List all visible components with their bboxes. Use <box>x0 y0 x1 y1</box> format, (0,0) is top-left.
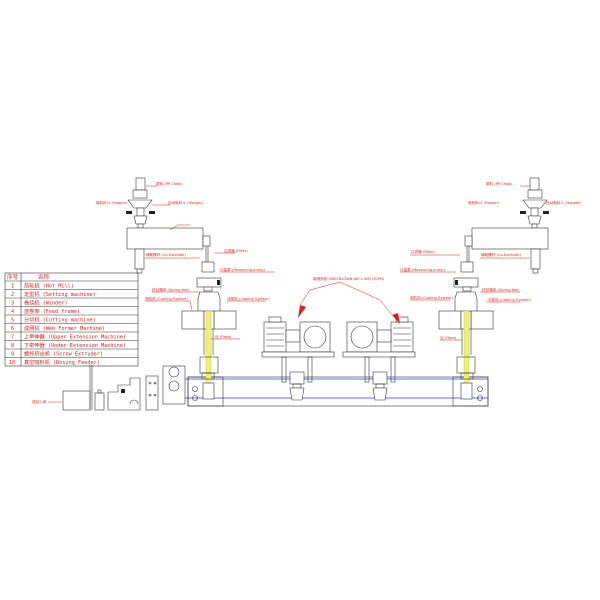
table-header-no: 序号 <box>7 273 19 281</box>
row-number: 5 <box>11 318 14 324</box>
web-former-frame <box>175 376 489 407</box>
label-left-cooling-left: 侧吹风 (Cooling System) <box>145 296 188 301</box>
label-right-pump: 计量泵 (Measuring pump) <box>400 267 446 272</box>
table-row: 10 真空吸料机 (Dosing Feeder) <box>9 358 100 366</box>
legend-table: 序号 名称 1 热轧机 (Hot Mill) 2 定型机 (Setting machi… <box>4 272 139 367</box>
label-right-cooling-left: 侧吹风 (Cooling System) <box>410 295 453 300</box>
row-number: 8 <box>11 343 14 349</box>
row-name: 放卷架 (Feed frame) <box>24 307 80 315</box>
annotations: 原料 (PP Chips) 自动吸料斗 (Hopper) 吸料料斗 (Hoppe… <box>32 181 582 404</box>
label-left-chips: 原料 (PP Chips) <box>156 181 183 186</box>
row-number: 7 <box>11 335 14 341</box>
downstream-machines <box>62 365 186 411</box>
table-row: 7 上牵伸器 (Upper Extension Machine) <box>11 333 126 341</box>
table-row: 4 放卷架 (Feed frame) <box>11 307 80 315</box>
row-name: 螺杆挤出机 (Screw Extruder) <box>24 350 103 358</box>
label-product: 成品入库 <box>32 399 47 404</box>
label-right-hopper-left: 吸料料斗 (Hopper) <box>468 200 500 205</box>
label-center-meltblown: 熔喷系统 (MELTBLOWN DIE x 4M) (TCPN) <box>313 276 385 281</box>
label-left-extruder: 辅助螺杆 (Co-Extruder) <box>146 252 187 257</box>
meltblown-unit-left <box>261 316 335 401</box>
label-left-hopper-left: 吸料料斗 (Hopper) <box>96 200 128 205</box>
row-name: 真空吸料机 (Dosing Feeder) <box>24 358 100 366</box>
label-right-fibre: 丝 (Fibre) <box>440 335 457 340</box>
table-row: 5 分切机 (Cutting machine) <box>11 316 96 324</box>
meltblown-unit-right <box>342 316 416 401</box>
row-name: 卷绕机 (Winder) <box>24 299 68 307</box>
label-left-fibre: 丝 (Fibre) <box>215 334 232 339</box>
row-name: 下牵伸器 (Under Extension Machine) <box>24 341 126 349</box>
row-number: 10 <box>9 360 15 366</box>
row-name: 成网机 (Web Former Machine) <box>24 324 105 332</box>
label-right-hopper-right: 自动吸料斗 (Hopper) <box>546 200 582 205</box>
row-number: 4 <box>11 309 14 315</box>
table-row: 2 定型机 (Setting machine) <box>11 290 96 298</box>
label-left-pump: 计量泵 (Measuring pump) <box>220 267 266 272</box>
arrow-left-icon <box>298 305 306 318</box>
table-row: 9 螺杆挤出机 (Screw Extruder) <box>11 350 103 358</box>
row-number: 3 <box>11 301 14 307</box>
label-left-spin-box: 纺丝箱体 (Spring box) <box>152 287 190 292</box>
label-right-spin-box: 纺丝箱体 (Spring box) <box>482 287 520 292</box>
row-number: 6 <box>11 326 14 332</box>
label-left-hopper-right: 自动吸料斗 (Hopper) <box>168 200 204 205</box>
table-row: 6 成网机 (Web Former Machine) <box>11 324 105 332</box>
row-name: 热轧机 (Hot Mill) <box>24 282 74 290</box>
table-row: 1 热轧机 (Hot Mill) <box>11 282 74 290</box>
row-name: 上牵伸器 (Upper Extension Machine) <box>24 333 126 341</box>
table-row: 3 卷绕机 (Winder) <box>11 299 68 307</box>
arrow-right-icon <box>392 313 400 324</box>
label-right-chips: 原料 (PP Chips) <box>486 181 513 186</box>
row-number: 9 <box>11 352 14 358</box>
row-name: 分切机 (Cutting machine) <box>24 316 96 324</box>
label-right-cooling-right: 冷却风 (Cooling System) <box>488 297 531 302</box>
row-number: 1 <box>11 284 14 290</box>
label-right-filter: 过滤器 (Filter) <box>411 249 435 254</box>
label-right-extruder: 辅助螺杆 (Co-Extruder) <box>481 252 522 257</box>
label-left-cooling-right: 冷却风 (Cooling System) <box>227 296 270 301</box>
row-number: 2 <box>11 292 14 298</box>
label-left-filter: 过滤器 (Filter) <box>224 248 248 253</box>
row-name: 定型机 (Setting machine) <box>24 290 96 298</box>
table-header-name: 名称 <box>38 273 50 281</box>
table-row: 8 下牵伸器 (Under Extension Machine) <box>11 341 126 349</box>
